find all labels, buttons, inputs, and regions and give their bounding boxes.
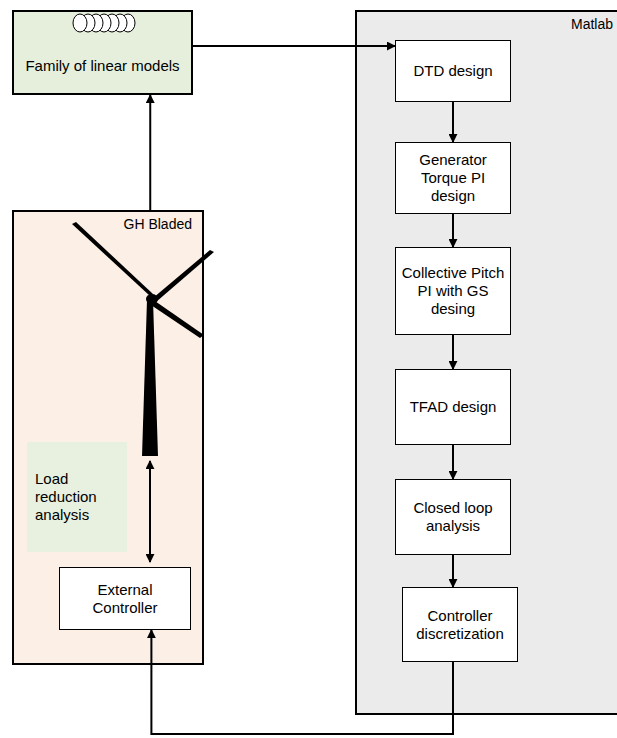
panel-heading: Matlab [571, 16, 613, 33]
controller-box: External Controller [59, 567, 191, 630]
analysis-box: Load reduction analysis [27, 442, 127, 552]
tool-panel: GH BladedLoad reduction analysisExternal… [12, 210, 204, 665]
box-label: TFAD design [410, 398, 497, 416]
process-box: DTD design [395, 40, 511, 102]
tool-panel: MatlabDTD designGenerator Torque PI desi… [355, 10, 617, 715]
box-label: DTD design [413, 62, 492, 80]
box-label: External Controller [65, 581, 185, 617]
box-label: Family of linear models [25, 57, 179, 75]
box-label: Generator Torque PI design [401, 151, 505, 205]
model-box: Family of linear models [12, 10, 193, 95]
process-box: TFAD design [395, 369, 511, 445]
box-label: Controller discretization [408, 607, 512, 643]
process-box: Collective Pitch PI with GS desing [395, 247, 511, 335]
box-label: Collective Pitch PI with GS desing [401, 264, 505, 318]
box-label: Closed loop analysis [401, 499, 505, 535]
box-label: Load reduction analysis [35, 470, 119, 524]
panel-heading: GH Bladed [124, 216, 192, 233]
process-box: Controller discretization [402, 587, 518, 662]
flow-arrow [149, 95, 151, 210]
process-box: Generator Torque PI design [395, 142, 511, 214]
process-box: Closed loop analysis [395, 479, 511, 555]
